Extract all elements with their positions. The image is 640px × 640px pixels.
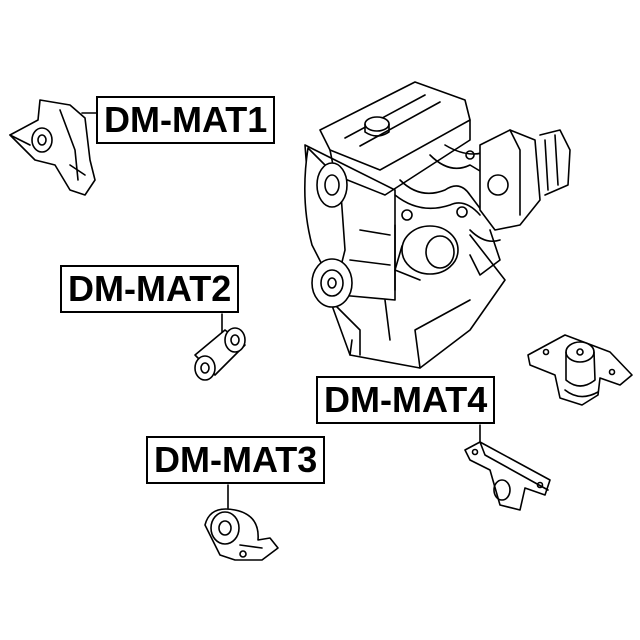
bushing-mat2 xyxy=(194,313,246,381)
part-label-mat1: DM-MAT1 xyxy=(96,96,276,144)
support-bracket-mat4 xyxy=(464,424,551,511)
plate-mount xyxy=(527,334,633,406)
part-label-mat4: DM-MAT4 xyxy=(316,376,496,424)
part-label-mat2: DM-MAT2 xyxy=(60,265,240,313)
engine-illustration xyxy=(304,81,571,369)
round-mount-mat3 xyxy=(204,484,279,561)
part-label-mat3: DM-MAT3 xyxy=(146,436,326,484)
mount-bracket-mat1 xyxy=(9,99,97,196)
